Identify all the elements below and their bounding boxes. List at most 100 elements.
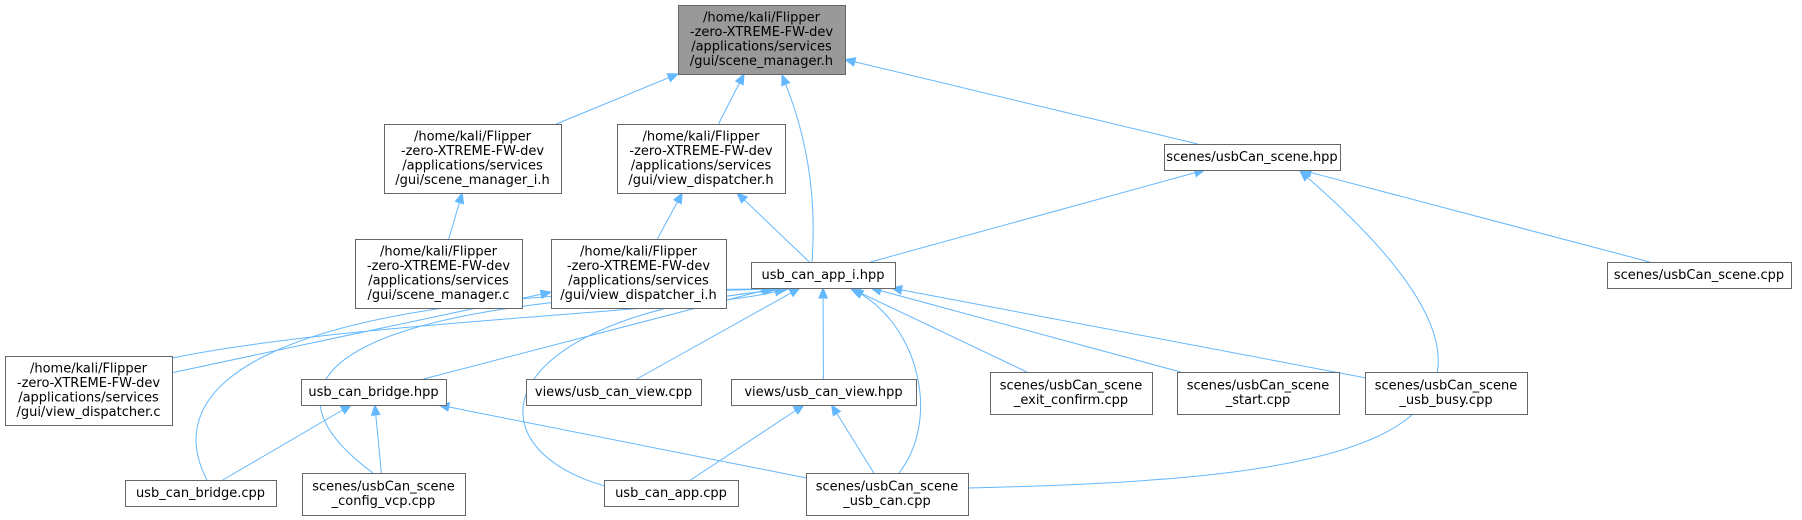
- node-label-line: /gui/view_dispatcher_i.h: [560, 288, 716, 303]
- edge-views-usb-can-view-cpp-to-usb-can-app-i-hpp: [636, 291, 793, 380]
- node-label-line: /gui/view_dispatcher.c: [16, 405, 160, 420]
- node-scene-config-vcp[interactable]: scenes/usbCan_scene_config_vcp.cpp: [302, 473, 466, 516]
- node-usb-can-app-i-hpp[interactable]: usb_can_app_i.hpp: [751, 262, 896, 289]
- node-box: [617, 124, 786, 194]
- node-label-line: views/usb_can_view.cpp: [535, 385, 692, 400]
- node-label-line: usb_can_app_i.hpp: [761, 268, 884, 283]
- node-box: [526, 379, 702, 406]
- node-box: [990, 372, 1153, 415]
- node-label-line: scenes/usbCan_scene: [312, 480, 455, 495]
- edge-views-usb-can-view-hpp-to-usb-can-app-i-hpp-arrowhead: [818, 286, 829, 299]
- node-box: [806, 473, 969, 516]
- node-box: [1365, 372, 1528, 415]
- node-usb-can-bridge-hpp[interactable]: usb_can_bridge.hpp: [301, 379, 447, 406]
- node-label-line: /gui/scene_manager.h: [690, 54, 833, 69]
- nodes-layer: /home/kali/Flipper-zero-XTREME-FW-dev/ap…: [5, 5, 1792, 516]
- node-box: [1164, 144, 1341, 171]
- edge-usb-can-app-i-hpp-to-scene-manager-h: [784, 83, 814, 263]
- node-label-line: scenes/usbCan_scene: [1000, 379, 1143, 394]
- edge-usbcan-scene-cpp-to-usbcan-scene-hpp: [1309, 171, 1650, 263]
- node-label-line: -zero-XTREME-FW-dev: [629, 144, 773, 159]
- node-box: [678, 5, 846, 75]
- node-label-line: /applications/services: [691, 40, 832, 55]
- node-scene-manager-h[interactable]: /home/kali/Flipper-zero-XTREME-FW-dev/ap…: [678, 5, 846, 75]
- edge-scene-usb-can-to-usb-can-app-i-hpp-arrowhead: [851, 288, 865, 299]
- edge-scene-config-vcp-to-usb-can-bridge-hpp: [375, 413, 382, 474]
- node-view-dispatcher-h[interactable]: /home/kali/Flipper-zero-XTREME-FW-dev/ap…: [617, 124, 786, 194]
- node-label-line: /home/kali/Flipper: [642, 130, 760, 145]
- edge-scene-usb-can-to-usbcan-scene-hpp: [967, 176, 1439, 489]
- edge-view-dispatcher-i-h-to-view-dispatcher-h: [656, 200, 679, 240]
- node-label-line: scenes/usbCan_scene: [1187, 379, 1330, 394]
- edge-scene-usb-can-to-usb-can-bridge-hpp: [447, 406, 807, 479]
- node-label-line: /home/kali/Flipper: [380, 245, 498, 260]
- node-box: [5, 356, 173, 426]
- node-label-line: -zero-XTREME-FW-dev: [17, 376, 161, 391]
- node-label-line: -zero-XTREME-FW-dev: [401, 144, 545, 159]
- node-box: [1607, 262, 1792, 289]
- node-label-line: -zero-XTREME-FW-dev: [690, 25, 834, 40]
- node-box: [551, 239, 727, 309]
- node-scene-usb-busy[interactable]: scenes/usbCan_scene_usb_busy.cpp: [1365, 372, 1528, 415]
- node-label-line: /applications/services: [18, 391, 159, 406]
- node-usbcan-scene-cpp[interactable]: scenes/usbCan_scene.cpp: [1607, 262, 1792, 289]
- node-label-line: _usb_can.cpp: [842, 494, 930, 509]
- edge-scene-usb-busy-to-usb-can-app-i-hpp: [900, 289, 1366, 379]
- node-scene-manager-i-h[interactable]: /home/kali/Flipper-zero-XTREME-FW-dev/ap…: [384, 124, 562, 194]
- edge-usb-can-bridge-cpp-to-usb-can-bridge-hpp-arrowhead: [339, 404, 353, 415]
- edge-usb-can-app-i-hpp-to-usbcan-scene-hpp: [870, 171, 1197, 263]
- node-label-line: scenes/usbCan_scene.cpp: [1614, 268, 1784, 283]
- edge-scene-usb-can-to-views-usb-can-view-hpp-arrowhead: [830, 403, 842, 417]
- edge-scene-usb-can-to-views-usb-can-view-hpp: [835, 412, 875, 474]
- node-usb-can-app-cpp[interactable]: usb_can_app.cpp: [604, 480, 739, 507]
- edge-scene-exit-confirm-to-usb-can-app-i-hpp: [858, 291, 1028, 373]
- node-label-line: /home/kali/Flipper: [30, 362, 148, 377]
- edge-view-dispatcher-i-h-to-view-dispatcher-h-arrowhead: [672, 191, 683, 205]
- node-label-line: usb_can_bridge.hpp: [308, 385, 438, 400]
- node-box: [355, 239, 523, 309]
- edge-scene-config-vcp-to-usb-can-bridge-hpp-arrowhead: [370, 403, 381, 416]
- edge-view-dispatcher-c-to-view-dispatcher-i-h-arrowhead: [539, 289, 553, 300]
- node-box: [302, 473, 466, 516]
- node-box: [731, 379, 917, 406]
- node-usbcan-scene-hpp[interactable]: scenes/usbCan_scene.hpp: [1164, 144, 1341, 171]
- node-label-line: usb_can_bridge.cpp: [136, 486, 265, 501]
- edge-scene-start-to-usb-can-app-i-hpp: [879, 289, 1181, 373]
- edge-scene-usb-can-to-usb-can-app-i-hpp: [860, 293, 922, 474]
- node-label-line: usb_can_app.cpp: [615, 486, 727, 501]
- node-box: [604, 480, 739, 507]
- edge-scene-manager-i-h-to-scene-manager-h: [556, 76, 670, 125]
- edge-usb-can-app-cpp-to-views-usb-can-view-hpp-arrowhead: [792, 404, 805, 415]
- node-label-line: scenes/usbCan_scene: [1375, 379, 1518, 394]
- node-view-dispatcher-i-h[interactable]: /home/kali/Flipper-zero-XTREME-FW-dev/ap…: [551, 239, 727, 309]
- node-box: [1177, 372, 1340, 415]
- edge-usbcan-scene-hpp-to-scene-manager-h: [853, 61, 1198, 145]
- edge-scene-manager-c-to-scene-manager-i-h-arrowhead: [454, 191, 465, 205]
- node-label-line: /applications/services: [402, 159, 543, 174]
- edge-scene-manager-c-to-scene-manager-i-h: [448, 201, 461, 240]
- node-label-line: -zero-XTREME-FW-dev: [367, 259, 511, 274]
- node-label-line: /gui/view_dispatcher.h: [628, 173, 773, 188]
- node-label-line: /gui/scene_manager_i.h: [395, 173, 549, 188]
- node-scene-usb-can[interactable]: scenes/usbCan_scene_usb_can.cpp: [806, 473, 969, 516]
- node-label-line: /home/kali/Flipper: [414, 130, 532, 145]
- node-views-usb-can-view-hpp[interactable]: views/usb_can_view.hpp: [731, 379, 917, 406]
- node-usb-can-bridge-cpp[interactable]: usb_can_bridge.cpp: [125, 480, 277, 507]
- edge-view-dispatcher-h-to-scene-manager-h: [718, 81, 741, 125]
- node-box: [301, 379, 447, 406]
- node-scene-exit-confirm[interactable]: scenes/usbCan_scene_exit_confirm.cpp: [990, 372, 1153, 415]
- edge-usb-can-app-i-hpp-to-scene-manager-h-arrowhead: [781, 73, 791, 87]
- node-scene-manager-c[interactable]: /home/kali/Flipper-zero-XTREME-FW-dev/ap…: [355, 239, 523, 309]
- edge-view-dispatcher-h-to-scene-manager-h-arrowhead: [734, 72, 745, 86]
- node-views-usb-can-view-cpp[interactable]: views/usb_can_view.cpp: [526, 379, 702, 406]
- node-label-line: _start.cpp: [1225, 393, 1291, 408]
- node-label-line: /applications/services: [568, 274, 709, 289]
- node-box: [751, 262, 896, 289]
- node-label-line: /gui/scene_manager.c: [367, 288, 509, 303]
- node-scene-start[interactable]: scenes/usbCan_scene_start.cpp: [1177, 372, 1340, 415]
- node-label-line: views/usb_can_view.hpp: [744, 385, 902, 400]
- node-label-line: _config_vcp.cpp: [331, 494, 436, 509]
- edge-usb-can-bridge-cpp-to-usb-can-bridge-hpp: [222, 409, 344, 481]
- node-view-dispatcher-c[interactable]: /home/kali/Flipper-zero-XTREME-FW-dev/ap…: [5, 356, 173, 426]
